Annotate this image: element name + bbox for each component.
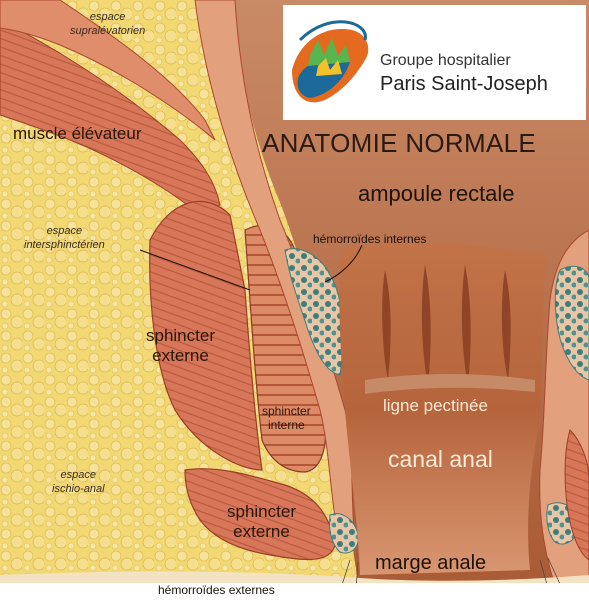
- label-external-sphincter-lower: sphincter externe: [227, 502, 296, 542]
- label-external-sphincter-upper: sphincter externe: [146, 326, 215, 366]
- label-anal-margin: marge anale: [375, 552, 486, 575]
- label-internal-hemorrhoids: hémorroïdes internes: [313, 232, 426, 246]
- organization-line-2: Paris Saint-Joseph: [380, 73, 548, 96]
- label-anal-canal: canal anal: [388, 446, 493, 473]
- label-internal-sphincter-line1: sphincter: [262, 404, 311, 418]
- bottom-caption-strip: [0, 583, 589, 601]
- label-intersphincteric-line2: intersphinctérien: [24, 238, 105, 252]
- label-ischioanal-line1: espace: [52, 468, 105, 482]
- label-external-sphincter-lower-line1: sphincter: [227, 502, 296, 522]
- label-external-sphincter-upper-line1: sphincter: [146, 326, 215, 346]
- label-pectinate-line: ligne pectinée: [383, 396, 488, 416]
- label-external-sphincter-lower-line2: externe: [227, 522, 296, 542]
- label-external-hemorrhoids: hémorroïdes externes: [158, 583, 275, 597]
- label-rectal-ampulla: ampoule rectale: [358, 181, 515, 207]
- label-ischioanal-line2: ischio-anal: [52, 482, 105, 496]
- page-title: ANATOMIE NORMALE: [262, 128, 536, 159]
- label-intersphincteric-line1: espace: [24, 224, 105, 238]
- label-internal-sphincter-line2: interne: [262, 418, 311, 432]
- organization-line-1: Groupe hospitalier: [380, 52, 511, 70]
- label-intersphincteric: espace intersphinctérien: [24, 224, 105, 252]
- label-supralevator-line2: supralévatorien: [70, 24, 145, 38]
- label-external-sphincter-upper-line2: externe: [146, 346, 215, 366]
- label-supralevator: espace supralévatorien: [70, 10, 145, 38]
- label-levator-muscle: muscle élévateur: [13, 124, 142, 144]
- label-ischioanal: espace ischio-anal: [52, 468, 105, 496]
- label-supralevator-line1: espace: [70, 10, 145, 24]
- label-internal-sphincter: sphincter interne: [262, 404, 311, 432]
